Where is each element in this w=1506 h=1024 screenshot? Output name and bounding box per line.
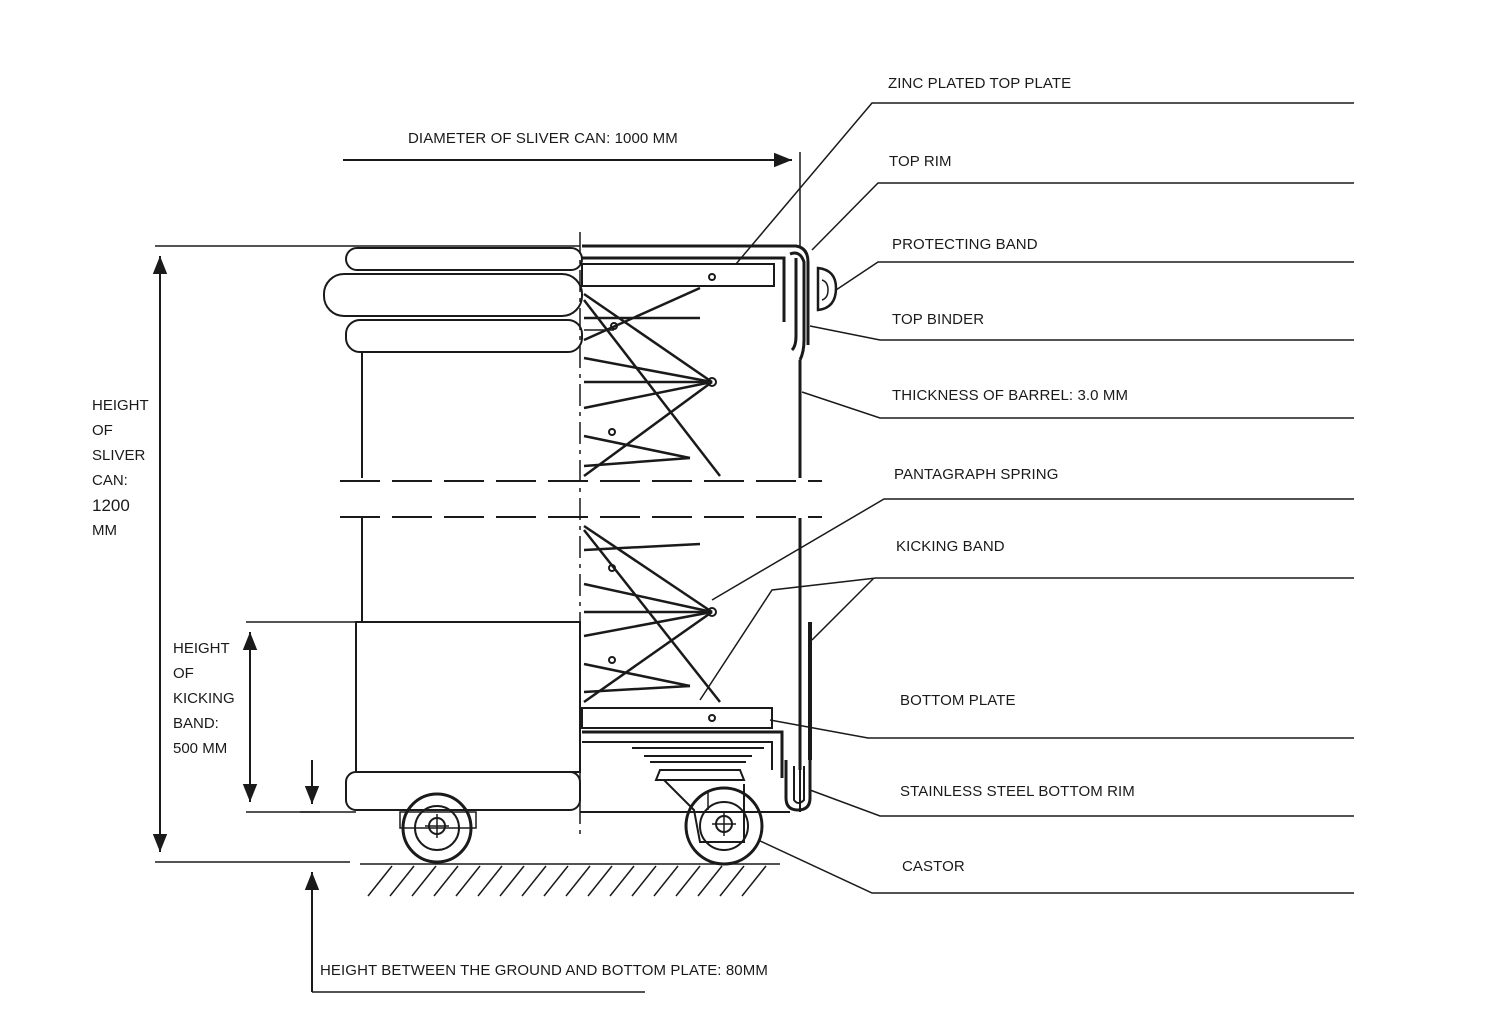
kicking-height-label-line: BAND: xyxy=(173,715,219,732)
leader-pantagraph-spring xyxy=(711,498,1354,601)
break-lines xyxy=(340,480,822,518)
pantograph-spring-upper xyxy=(583,286,721,478)
callout-top-binder: TOP BINDER xyxy=(892,311,985,328)
callout-zinc-plated-top-plate: ZINC PLATED TOP PLATE xyxy=(888,75,1072,92)
height-label-line: SLIVER xyxy=(92,447,146,464)
height-label-line: OF xyxy=(92,422,113,439)
leader-kicking-band-strip xyxy=(811,577,875,641)
callout-bottom-plate: BOTTOM PLATE xyxy=(900,692,1016,709)
barrel-section xyxy=(581,244,838,812)
leader-zinc-plated-top-plate xyxy=(735,102,1354,265)
callout-kicking-band: KICKING BAND xyxy=(896,538,1005,555)
diameter-dimension xyxy=(343,152,801,248)
height-label-line: 1200 xyxy=(92,496,130,515)
callout-top-rim: TOP RIM xyxy=(889,153,952,170)
callout-castor: CASTOR xyxy=(902,858,965,875)
height-label-line: MM xyxy=(92,522,117,539)
leader-protecting-band xyxy=(835,261,1354,291)
barrel-exterior xyxy=(323,247,790,813)
height-label: HEIGHT OF SLIVER CAN: 1200 MM xyxy=(92,393,149,543)
ground-hatch xyxy=(360,863,780,897)
kicking-height-label-line: KICKING xyxy=(173,690,235,707)
kicking-height-label: HEIGHT OF KICKING BAND: 500 MM xyxy=(173,636,235,761)
callout-stainless-steel-bottom-rim: STAINLESS STEEL BOTTOM RIM xyxy=(900,783,1135,800)
leader-bottom-plate xyxy=(769,719,1354,739)
castor-left xyxy=(399,792,477,864)
leader-kicking-band xyxy=(699,577,1354,701)
ground-height-dimension xyxy=(300,760,645,993)
leader-lines xyxy=(699,102,1354,894)
height-dimension xyxy=(152,245,580,863)
leader-top-binder xyxy=(809,325,1354,341)
leader-castor xyxy=(757,839,1354,894)
diameter-label: DIAMETER OF SLIVER CAN: 1000 MM xyxy=(408,130,678,147)
castor-right xyxy=(632,747,764,866)
callout-pantagraph-spring: PANTAGRAPH SPRING xyxy=(894,466,1059,483)
kicking-height-dimension xyxy=(242,621,356,813)
leader-stainless-steel-bottom-rim xyxy=(809,789,1354,817)
pantograph-spring-lower xyxy=(583,524,721,704)
kicking-height-label-line: OF xyxy=(173,665,194,682)
callout-protecting-band: PROTECTING BAND xyxy=(892,236,1038,253)
callout-thickness-of-barrel: THICKNESS OF BARREL: 3.0 MM xyxy=(892,387,1129,404)
leader-thickness-of-barrel xyxy=(801,391,1354,419)
height-label-line: CAN: xyxy=(92,472,128,489)
height-label-line: HEIGHT xyxy=(92,397,149,414)
kicking-height-label-line: HEIGHT xyxy=(173,640,230,657)
leader-top-rim xyxy=(811,182,1354,251)
kicking-height-label-line: 500 MM xyxy=(173,740,228,757)
ground-height-label: HEIGHT BETWEEN THE GROUND AND BOTTOM PLA… xyxy=(320,962,768,979)
